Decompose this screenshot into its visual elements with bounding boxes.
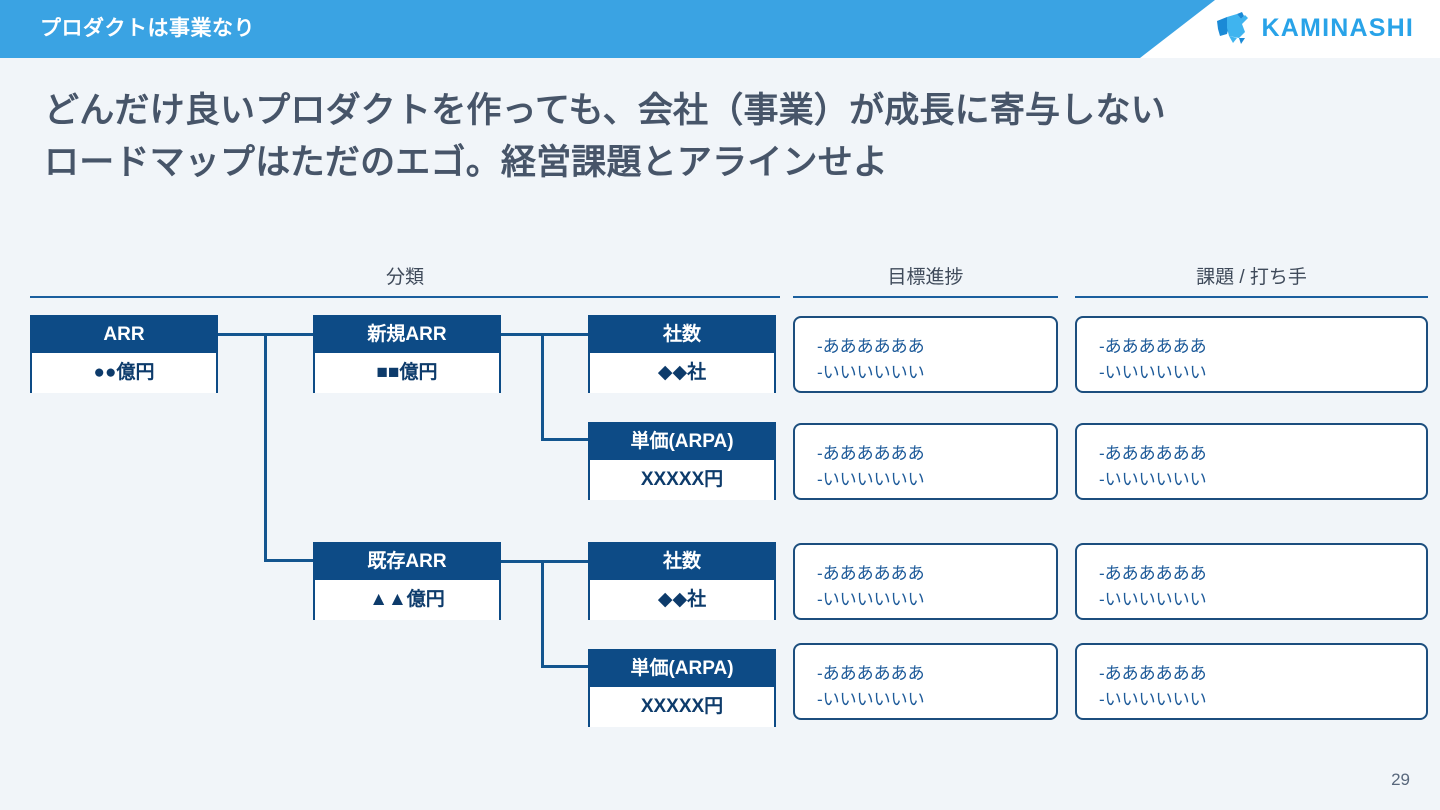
column-header-progress: 目標進捗 — [793, 262, 1058, 298]
note-action-4[interactable]: -ああああああ -いいいいいい — [1075, 643, 1428, 720]
note-progress-4-line-1: -ああああああ — [817, 664, 925, 683]
node-arr-value: ●●億円 — [32, 353, 216, 393]
node-new-arr-title: 新規ARR — [315, 317, 499, 353]
connector-new-vertical — [541, 333, 544, 441]
connector-existing-vertical — [541, 560, 544, 668]
note-action-1[interactable]: -ああああああ -いいいいいい — [1075, 316, 1428, 393]
note-progress-4[interactable]: -ああああああ -いいいいいい — [793, 643, 1058, 720]
brand-wordmark: KAMINASHI — [1261, 13, 1414, 42]
note-action-2-line-2: -いいいいいい — [1099, 469, 1207, 489]
note-action-2-line-1: -ああああああ — [1099, 444, 1207, 463]
note-action-1-line-1: -ああああああ — [1099, 337, 1207, 356]
header-blue-shape — [0, 0, 1215, 58]
kaminashi-logo: KAMINASHI — [1215, 11, 1414, 45]
node-existing-arr-title: 既存ARR — [315, 544, 499, 580]
node-existing-arr-arpa-title: 単価(ARPA) — [590, 651, 774, 687]
note-action-2[interactable]: -ああああああ -いいいいいい — [1075, 423, 1428, 500]
connector-new-to-arpa — [541, 438, 592, 441]
header-bar: プロダクトは事業なり — [0, 0, 1440, 58]
connector-root-vertical — [264, 333, 267, 561]
node-existing-arr-arpa-value: XXXXX円 — [590, 687, 774, 727]
note-progress-1[interactable]: -ああああああ -いいいいいい — [793, 316, 1058, 393]
node-existing-arr[interactable]: 既存ARR ▲▲億円 — [313, 542, 501, 620]
node-existing-arr-companies-value: ◆◆社 — [590, 580, 774, 620]
node-new-arr-companies-value: ◆◆社 — [590, 353, 774, 393]
connector-existing-to-arpa — [541, 665, 592, 668]
headline-line-2: ロードマップはただのエゴ。経営課題とアラインせよ — [44, 142, 889, 182]
note-progress-2[interactable]: -ああああああ -いいいいいい — [793, 423, 1058, 500]
note-progress-4-line-2: -いいいいいい — [817, 689, 925, 709]
node-arr-title: ARR — [32, 317, 216, 353]
slide-headline: どんだけ良いプロダクトを作っても、会社（事業）が成長に寄与しない ロードマップは… — [44, 85, 1384, 189]
node-new-arr-companies[interactable]: 社数 ◆◆社 — [588, 315, 776, 393]
node-existing-arr-companies-title: 社数 — [590, 544, 774, 580]
note-action-3-line-1: -ああああああ — [1099, 564, 1207, 583]
header-title: プロダクトは事業なり — [40, 17, 255, 40]
column-header-classification: 分類 — [30, 262, 780, 298]
note-progress-3-line-1: -ああああああ — [817, 564, 925, 583]
node-existing-arr-value: ▲▲億円 — [315, 580, 499, 620]
connector-existing-horizontal — [497, 560, 592, 563]
node-new-arr-arpa-value: XXXXX円 — [590, 460, 774, 500]
node-new-arr-companies-title: 社数 — [590, 317, 774, 353]
note-progress-3-line-2: -いいいいいい — [817, 589, 925, 609]
note-progress-1-line-2: -いいいいいい — [817, 362, 925, 382]
note-progress-1-line-1: -ああああああ — [817, 337, 925, 356]
note-action-4-line-1: -ああああああ — [1099, 664, 1207, 683]
goat-logo-icon — [1215, 12, 1255, 44]
note-action-4-line-2: -いいいいいい — [1099, 689, 1207, 709]
column-header-action: 課題 / 打ち手 — [1075, 262, 1428, 298]
headline-line-1: どんだけ良いプロダクトを作っても、会社（事業）が成長に寄与しない — [44, 91, 1166, 130]
node-new-arr-arpa-title: 単価(ARPA) — [590, 424, 774, 460]
connector-new-horizontal — [497, 333, 592, 336]
note-progress-3[interactable]: -ああああああ -いいいいいい — [793, 543, 1058, 620]
node-existing-arr-companies[interactable]: 社数 ◆◆社 — [588, 542, 776, 620]
node-new-arr[interactable]: 新規ARR ■■億円 — [313, 315, 501, 393]
column-header-action-label: 課題 / 打ち手 — [1196, 267, 1307, 288]
column-rule-progress — [793, 296, 1058, 298]
note-progress-2-line-2: -いいいいいい — [817, 469, 925, 489]
column-header-progress-label: 目標進捗 — [887, 267, 964, 288]
node-new-arr-value: ■■億円 — [315, 353, 499, 393]
node-existing-arr-arpa[interactable]: 単価(ARPA) XXXXX円 — [588, 649, 776, 727]
note-action-1-line-2: -いいいいいい — [1099, 362, 1207, 382]
column-header-classification-label: 分類 — [385, 267, 424, 288]
column-rule-action — [1075, 296, 1428, 298]
node-new-arr-arpa[interactable]: 単価(ARPA) XXXXX円 — [588, 422, 776, 500]
connector-root-to-existing — [264, 559, 315, 562]
column-rule-classification — [30, 296, 780, 298]
page-number: 29 — [1391, 770, 1410, 789]
note-action-3-line-2: -いいいいいい — [1099, 589, 1207, 609]
node-arr[interactable]: ARR ●●億円 — [30, 315, 218, 393]
note-action-3[interactable]: -ああああああ -いいいいいい — [1075, 543, 1428, 620]
note-progress-2-line-1: -ああああああ — [817, 444, 925, 463]
